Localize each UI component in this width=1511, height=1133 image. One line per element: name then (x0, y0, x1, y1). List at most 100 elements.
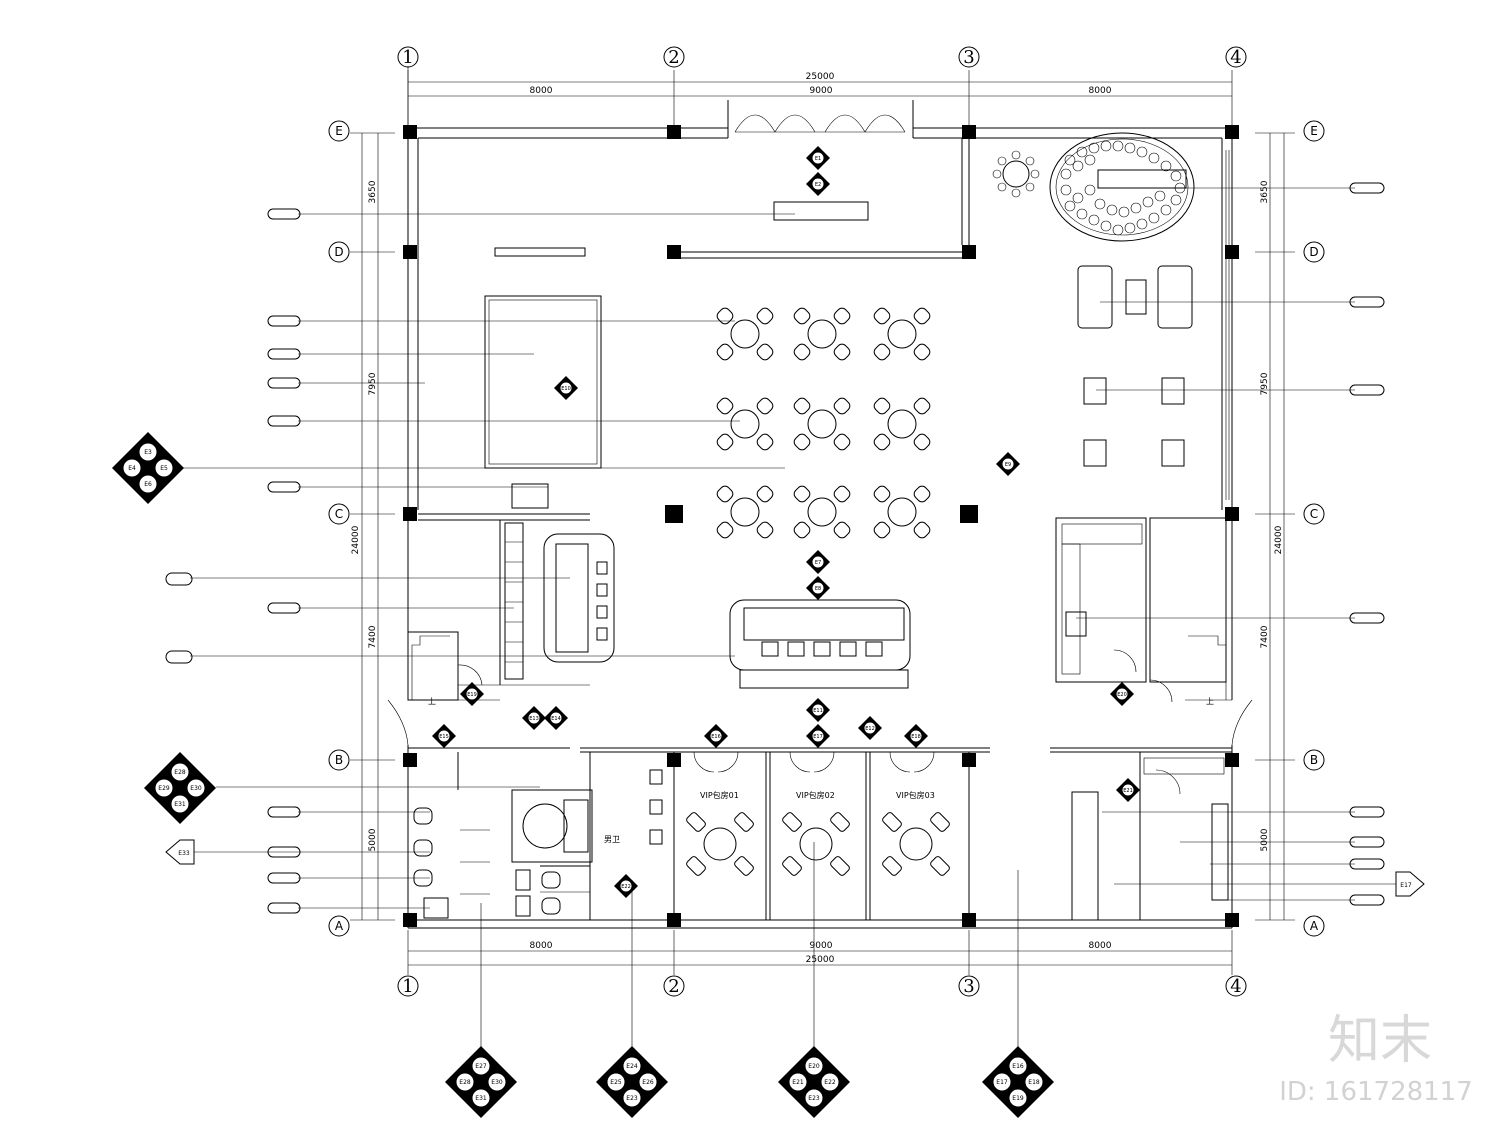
dim-left-4: 5000 (368, 828, 378, 851)
main-entrance (727, 100, 914, 138)
axis-top-3: 3 (963, 47, 974, 68)
sofa-lounge (1077, 265, 1193, 467)
elevation-tag: E20 (1117, 692, 1127, 698)
stair-up-right-label: 上 (1206, 697, 1214, 706)
elevation-diamond-e11: E11 (806, 698, 830, 722)
elevation-tag: E23 (626, 1095, 638, 1102)
arrow-e17-label: E17 (1400, 882, 1412, 889)
dim-right-total: 24000 (1274, 525, 1284, 554)
dining-table (873, 485, 931, 539)
elevation-diamond-e9: E9 (996, 452, 1020, 476)
elevation-tag: E18 (911, 734, 921, 740)
elevation-tag: E11 (813, 708, 823, 714)
watermark-logo: 知末 (1328, 1011, 1432, 1071)
vip-table (686, 812, 754, 876)
elevation-tag: E17 (996, 1079, 1008, 1086)
elevation-diamond-door-r: E20 (1110, 682, 1134, 706)
dim-bottom-2: 9000 (810, 941, 833, 951)
elevation-tag: E22 (824, 1079, 836, 1086)
elevation-tag: E12 (865, 726, 875, 732)
elevation-tag: E13 (529, 716, 539, 722)
elevation-tag: E30 (491, 1079, 503, 1086)
axis-right-D: D (1309, 245, 1318, 259)
dining-table (716, 307, 774, 361)
dim-top-2: 9000 (810, 86, 833, 96)
elevation-diamond-door-l: E19 (460, 682, 484, 706)
elevation-diamond-e13: E13 (522, 706, 546, 730)
elevation-tag: E29 (158, 785, 170, 792)
elevation-diamond-e10: E10 (554, 376, 578, 400)
axis-left-C: C (335, 507, 343, 521)
elevation-tag: E28 (174, 769, 186, 776)
elevation-diamond-e2: E2 (806, 172, 830, 196)
elevation-diamond-e8: E8 (806, 576, 830, 600)
vip-tables (686, 812, 950, 876)
vip-room-1-label: VIP包房01 (700, 790, 739, 800)
elevation-diamond-e1: E1 (806, 146, 830, 170)
dim-top-total: 25000 (806, 72, 835, 82)
axis-right-C: C (1310, 507, 1318, 521)
axis-top-1: 1 (402, 47, 413, 68)
axis-right-E: E (1310, 124, 1318, 138)
dim-left-2: 7950 (368, 372, 378, 395)
structural-columns (403, 125, 1239, 927)
left-dimension-lines: 24000 3650 7950 7400 5000 (350, 132, 395, 921)
axis-left-A: A (335, 919, 344, 933)
axis-bottom-1: 1 (402, 976, 413, 997)
dining-table (716, 397, 774, 451)
dim-top-3: 8000 (1089, 86, 1112, 96)
elevation-tag: E20 (808, 1063, 820, 1070)
dim-right-1: 3650 (1260, 180, 1270, 203)
watermark-id: ID: 161728117 (1279, 1077, 1473, 1107)
elevation-tag: E31 (174, 801, 186, 808)
elevation-tag: E9 (1005, 462, 1011, 468)
elevation-tag: E4 (128, 465, 136, 472)
leader-tags (165, 182, 1385, 914)
dining-table (716, 485, 774, 539)
elevation-tag: E21 (792, 1079, 804, 1086)
elevation-diamond-wc: E22 (614, 874, 638, 898)
section-arrows: E33 E17 (165, 839, 1425, 897)
axis-top-4: 4 (1230, 47, 1241, 68)
elevation-tag: E19 (1012, 1095, 1024, 1102)
elevation-diamond-a3: E18 (904, 724, 928, 748)
dining-table (873, 307, 931, 361)
elevation-tag: E1 (815, 156, 821, 162)
elevation-tag: E26 (642, 1079, 654, 1086)
elevation-tag: E18 (1028, 1079, 1040, 1086)
stair-up-left-label: 上 (428, 697, 436, 706)
elevation-tag: E16 (1012, 1063, 1024, 1070)
elevation-tag: E5 (160, 465, 168, 472)
dining-table (793, 397, 851, 451)
dim-left-3: 7400 (368, 625, 378, 648)
elevation-tag: E10 (561, 386, 571, 392)
watermark: 知末 ID: 161728117 (1279, 1011, 1473, 1107)
elevation-tag: E21 (1123, 788, 1133, 794)
elevation-diamond-e14: E14 (544, 706, 568, 730)
top-dimension-lines: 25000 8000 9000 8000 (407, 70, 1233, 125)
arrow-e33-label: E33 (178, 850, 190, 857)
elevation-tag: E6 (144, 481, 152, 488)
vip-room-3-label: VIP包房03 (896, 790, 935, 800)
decor-booth-topright (992, 132, 1195, 242)
vip-table (782, 812, 850, 876)
elevation-tag: E22 (621, 884, 631, 890)
axis-left-B: B (335, 753, 343, 767)
leader-lines (180, 187, 1400, 1052)
elevation-diamond-e7: E7 (806, 550, 830, 574)
vip-room-2-label: VIP包房02 (796, 790, 835, 800)
axis-left-E: E (335, 124, 343, 138)
axis-bottom-2: 2 (668, 976, 679, 997)
door-swings (387, 649, 1253, 795)
elevation-diamond-e12: E12 (858, 716, 882, 740)
axis-top-2: 2 (668, 47, 679, 68)
axis-left-D: D (334, 245, 343, 259)
axis-bottom-4: 4 (1230, 976, 1241, 997)
dining-table (793, 485, 851, 539)
axis-bottom-3: 3 (963, 976, 974, 997)
